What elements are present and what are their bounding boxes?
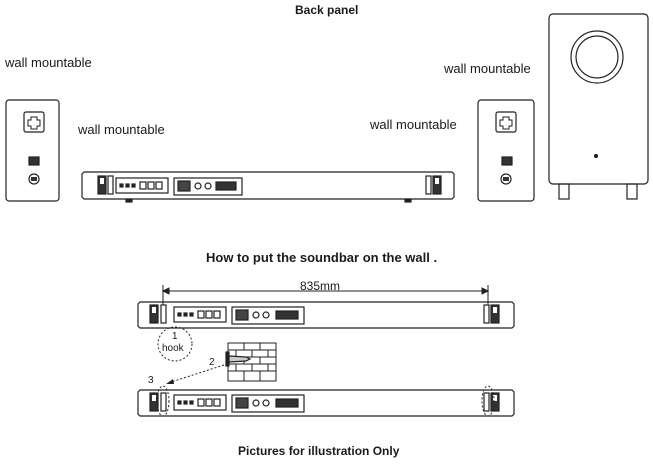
dimension-label: 835mm (300, 279, 341, 293)
step-2-number: 2 (209, 357, 215, 368)
subwoofer (548, 13, 649, 200)
label-right-speaker-wall-mountable: wall mountable (444, 61, 531, 76)
hook-callout (157, 326, 193, 362)
step-1-number: 1 (172, 331, 178, 342)
soundbar-mounted-view (137, 385, 515, 417)
footer-note: Pictures for illustration Only (238, 444, 400, 458)
right-speaker (477, 99, 535, 202)
dimension-line (161, 285, 490, 305)
soundbar-back (81, 171, 455, 203)
wall-mount-heading: How to put the soundbar on the wall . (206, 250, 438, 265)
back-panel-title: Back panel (295, 3, 359, 17)
step-1-hook-label: hook (162, 343, 184, 354)
label-left-speaker-wall-mountable: wall mountable (5, 55, 92, 70)
label-soundbar-right-wall-mountable: wall mountable (370, 117, 457, 132)
step-3-number: 3 (148, 375, 154, 386)
soundbar-dimension-view (137, 301, 515, 329)
screw-icon (225, 351, 252, 367)
left-speaker (5, 99, 60, 202)
mounting-arrow (167, 364, 225, 384)
label-soundbar-left-wall-mountable: wall mountable (78, 122, 165, 137)
